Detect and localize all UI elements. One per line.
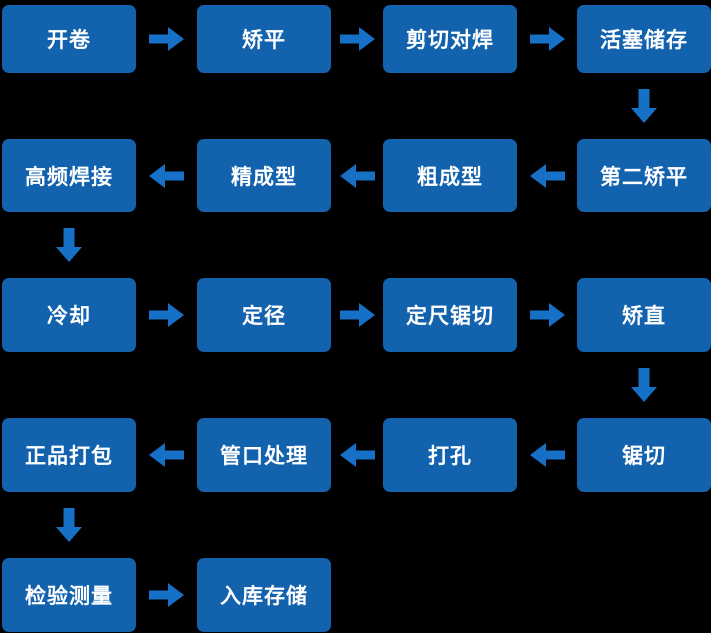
arrow-right-icon bbox=[149, 27, 184, 51]
step-loop-storage: 活塞储存 bbox=[577, 5, 711, 73]
step-packing: 正品打包 bbox=[2, 418, 136, 492]
step-uncoiling: 开卷 bbox=[2, 5, 136, 73]
arrow-left-icon bbox=[340, 443, 375, 467]
arrow-right-icon bbox=[340, 27, 375, 51]
step-leveling: 矫平 bbox=[197, 5, 331, 73]
step-rough-forming: 粗成型 bbox=[383, 139, 517, 212]
step-cooling: 冷却 bbox=[2, 278, 136, 352]
arrow-down-icon bbox=[56, 228, 82, 262]
arrow-right-icon bbox=[149, 583, 184, 607]
step-sawing: 锯切 bbox=[577, 418, 711, 492]
arrow-right-icon bbox=[530, 303, 565, 327]
arrow-left-icon bbox=[340, 164, 375, 188]
step-fine-forming: 精成型 bbox=[197, 139, 331, 212]
step-punching: 打孔 bbox=[383, 418, 517, 492]
arrow-down-icon bbox=[631, 89, 657, 123]
arrow-left-icon bbox=[149, 443, 184, 467]
step-shear-butt-weld: 剪切对焊 bbox=[383, 5, 517, 73]
arrow-left-icon bbox=[530, 443, 565, 467]
arrow-left-icon bbox=[530, 164, 565, 188]
step-straightening: 矫直 bbox=[577, 278, 711, 352]
arrow-down-icon bbox=[56, 508, 82, 542]
step-sizing: 定径 bbox=[197, 278, 331, 352]
arrow-down-icon bbox=[631, 368, 657, 402]
step-hf-welding: 高频焊接 bbox=[2, 139, 136, 212]
step-cut-to-length-saw: 定尺锯切 bbox=[383, 278, 517, 352]
step-second-leveling: 第二矫平 bbox=[577, 139, 711, 212]
step-inspection-measurement: 检验测量 bbox=[2, 558, 136, 632]
step-warehouse-storage: 入库存储 bbox=[197, 558, 331, 632]
arrow-left-icon bbox=[149, 164, 184, 188]
arrow-right-icon bbox=[340, 303, 375, 327]
step-pipe-end-treatment: 管口处理 bbox=[197, 418, 331, 492]
arrow-right-icon bbox=[149, 303, 184, 327]
arrow-right-icon bbox=[530, 27, 565, 51]
